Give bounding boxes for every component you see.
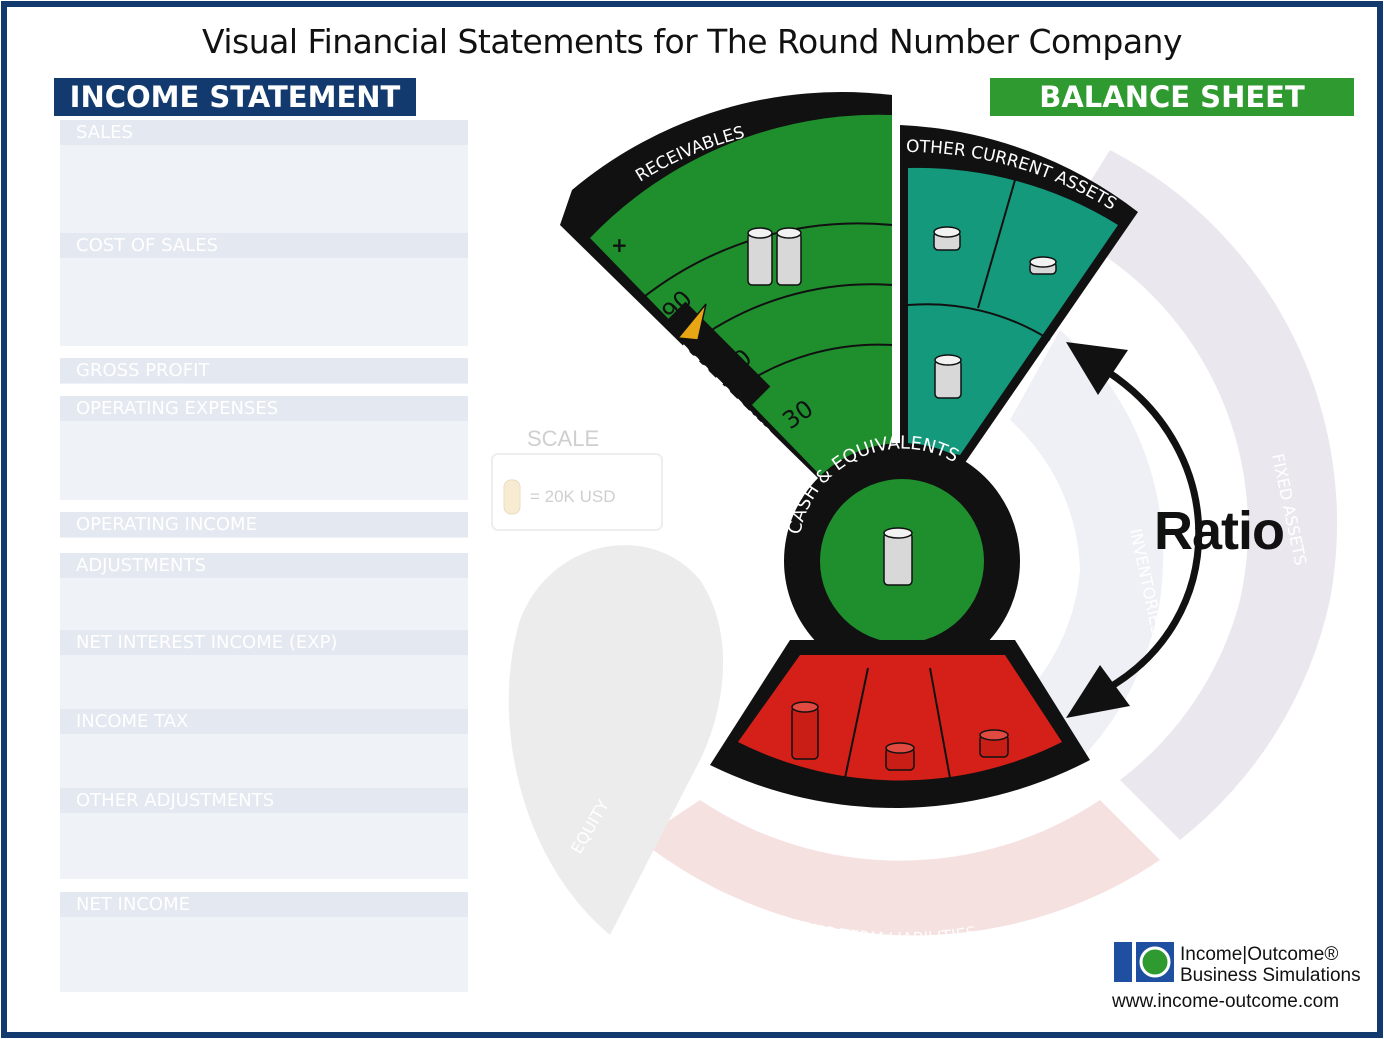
net-income-panel: NET INCOME [60, 892, 468, 992]
receivables-wedge [590, 114, 892, 475]
scale-coin [503, 479, 521, 515]
other-current-assets-label: OTHER CURRENT ASSETS [906, 137, 1120, 215]
other-assets-cylinders [933, 226, 1057, 399]
section-label: OPERATING EXPENSES [60, 396, 468, 421]
cash-cylinder [883, 527, 913, 586]
section-label: SALES [60, 120, 468, 145]
receivables-label: RECEIVABLES [632, 123, 747, 187]
liabilities-cylinders [791, 701, 1009, 771]
ratio-arrow [1103, 367, 1203, 694]
ratio-arrow-head-bottom [1066, 665, 1130, 718]
equity-label: EQUITY [567, 796, 613, 857]
inventories-ring [1010, 330, 1164, 760]
dso-pointer [676, 303, 707, 341]
operating-expenses-panel: OPERATING EXPENSES [60, 396, 468, 500]
current-liabilities-label: CURRENT LIABILITIES [788, 794, 970, 832]
logo-name-line2: Business Simulations [1180, 965, 1361, 986]
section-label: NET INTEREST INCOME (EXP) [60, 630, 468, 655]
operating-income-panel: OPERATING INCOME [60, 512, 468, 538]
section-label: OTHER ADJUSTMENTS [60, 788, 468, 813]
section-label: COST OF SALES [60, 233, 468, 258]
equity-shape [508, 545, 724, 935]
logo-mark-i [1114, 942, 1132, 982]
section-label: OPERATING INCOME [60, 512, 468, 537]
adjustments-panel: ADJUSTMENTS NET INTEREST INCOME (EXP) IN… [60, 553, 468, 879]
section-label: ADJUSTMENTS [60, 553, 468, 578]
section-label: NET INCOME [60, 892, 468, 917]
logo-text: Income|Outcome® Business Simulations [1180, 944, 1361, 986]
ratio-label: Ratio [1154, 501, 1285, 561]
ratio-arrow-head-top [1066, 342, 1128, 395]
receivables-cylinders [747, 227, 802, 286]
long-term-liabilities-label: LONG-TERM LIABILITIES [789, 915, 977, 948]
logo-url[interactable]: www.income-outcome.com [1112, 991, 1340, 1012]
long-term-liabilities-ring [640, 800, 1160, 936]
cash-label: CASH & EQUIVALENTS [784, 432, 962, 536]
dso-tick-30: 30 [777, 394, 818, 434]
scale-value: = 20K USD [530, 487, 616, 506]
logo-name-line1: Income|Outcome® [1180, 944, 1339, 965]
section-label: INCOME TAX [60, 709, 468, 734]
scale-label: SCALE [527, 426, 600, 451]
income-statement-header: INCOME STATEMENT [54, 78, 416, 116]
section-label: GROSS PROFIT [60, 358, 468, 383]
gross-profit-panel: GROSS PROFIT [60, 358, 468, 384]
sales-panel: SALES COST OF SALES [60, 120, 468, 346]
fixed-assets-ring [1060, 150, 1338, 840]
balance-sheet-header: BALANCE SHEET [990, 78, 1354, 116]
dso-tick-90: 90 [656, 285, 697, 326]
page-title: Visual Financial Statements for The Roun… [201, 22, 1183, 61]
scale-box [491, 453, 663, 531]
plus-mark: + [611, 233, 628, 257]
